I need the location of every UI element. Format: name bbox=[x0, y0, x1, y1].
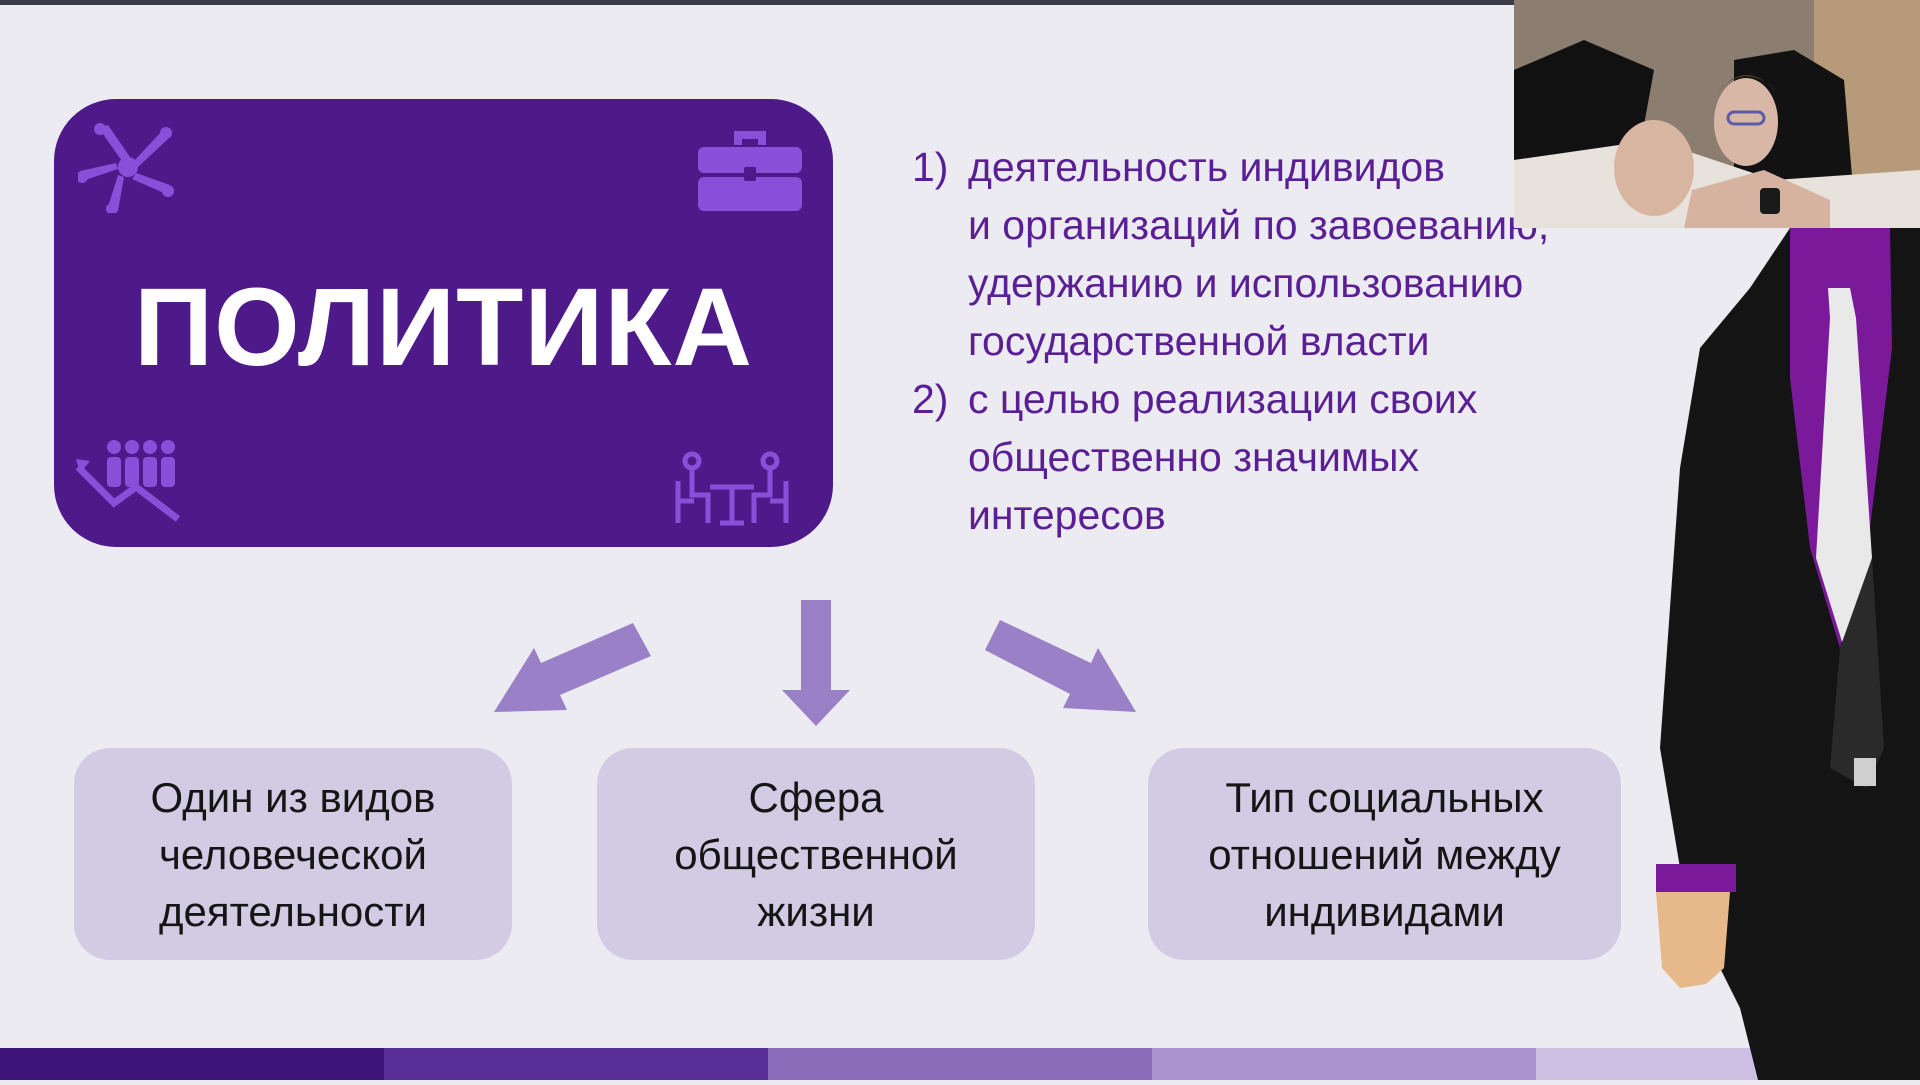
box-line: человеческой bbox=[159, 830, 427, 878]
arrow-down bbox=[782, 600, 850, 726]
title-card: ПОЛИТИКА bbox=[54, 99, 833, 547]
definition-line: общественно значимых bbox=[968, 434, 1419, 480]
box-line: жизни bbox=[757, 887, 875, 935]
bar-segment bbox=[1152, 1048, 1536, 1080]
concept-box-sphere: Сфера общественной жизни bbox=[597, 748, 1035, 960]
definition-item: 1) деятельность индивидов и организаций … bbox=[912, 138, 1632, 370]
bar-segment bbox=[0, 1048, 384, 1080]
bar-segment bbox=[768, 1048, 1152, 1080]
presenter-figure bbox=[1640, 228, 1920, 1080]
definition-line: деятельность индивидов bbox=[968, 144, 1446, 190]
box-line: деятельности bbox=[159, 887, 427, 935]
definition-line: интересов bbox=[968, 492, 1166, 538]
people-growth-icon bbox=[74, 437, 186, 523]
team-hands-icon bbox=[78, 121, 178, 213]
bar-segment bbox=[384, 1048, 768, 1080]
concept-box-relations: Тип социальных отношений между индивидам… bbox=[1148, 748, 1621, 960]
slide-title: ПОЛИТИКА bbox=[134, 266, 753, 389]
definition-line: государственной власти bbox=[968, 318, 1430, 364]
definition-line: удержанию и использованию bbox=[968, 260, 1524, 306]
definition-number: 1) bbox=[912, 144, 949, 190]
box-line: Тип социальных bbox=[1225, 773, 1544, 821]
box-line: индивидами bbox=[1264, 887, 1505, 935]
arrow-left bbox=[494, 623, 651, 712]
box-line: отношений между bbox=[1208, 830, 1561, 878]
briefcase-icon bbox=[696, 129, 804, 213]
definition-number: 2) bbox=[912, 376, 949, 422]
arrow-right bbox=[985, 620, 1136, 712]
definition-list: 1) деятельность индивидов и организаций … bbox=[912, 138, 1632, 544]
box-line: общественной bbox=[674, 830, 958, 878]
definition-item: 2) с целью реализации своих общественно … bbox=[912, 370, 1632, 544]
definition-line: и организаций по завоеванию, bbox=[968, 202, 1550, 248]
concept-box-activity: Один из видов человеческой деятельности bbox=[74, 748, 512, 960]
box-line: Сфера bbox=[748, 773, 884, 821]
meeting-table-icon bbox=[674, 451, 790, 527]
definition-line: с целью реализации своих bbox=[968, 376, 1478, 422]
bottom-color-bar bbox=[0, 1048, 1920, 1080]
top-edge-line bbox=[0, 0, 1920, 5]
box-line: Один из видов bbox=[150, 773, 436, 821]
webcam-feed bbox=[1514, 0, 1920, 228]
